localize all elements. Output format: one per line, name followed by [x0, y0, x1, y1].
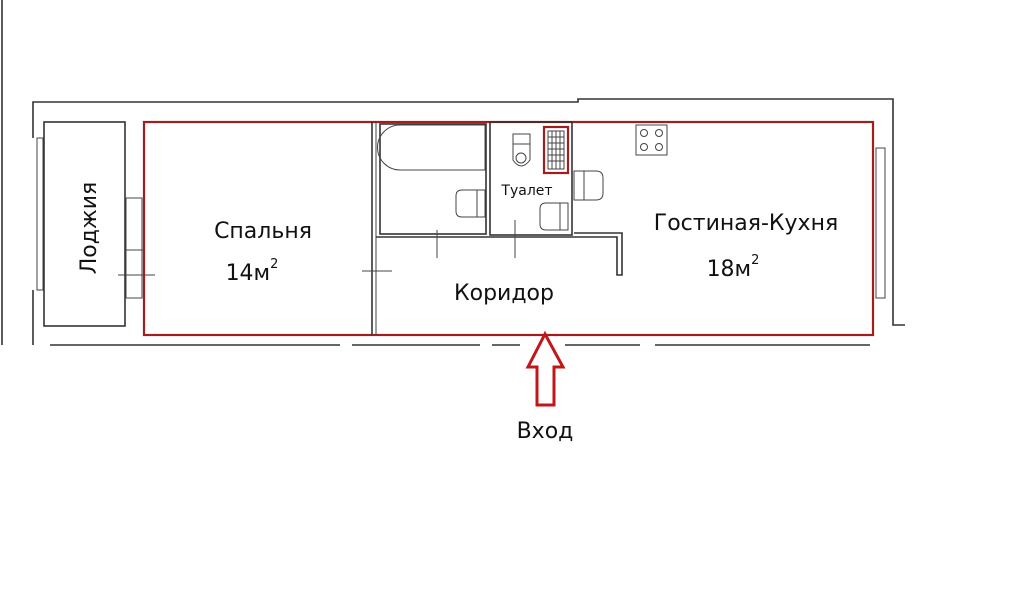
vent-shaft-icon: [542, 125, 570, 175]
toilet-icon: [512, 133, 531, 167]
entrance-arrow-icon: [525, 330, 566, 407]
bathtub-icon: [377, 124, 486, 171]
entrance-label: Вход: [517, 419, 574, 444]
kitchen-sink-icon: [573, 170, 604, 201]
bedroom-area: 14м2: [226, 257, 279, 286]
sink-icon: [539, 202, 569, 231]
outer-walls: [32, 98, 905, 346]
toilet-label: Туалет: [500, 183, 552, 199]
corridor-label: Коридор: [454, 281, 554, 306]
interior-walls: [362, 121, 623, 345]
sink-icon: [455, 189, 486, 218]
bedroom-label: Спальня: [214, 219, 312, 244]
loggia-label: Лоджия: [77, 182, 102, 275]
stove-icon: [635, 124, 668, 156]
living-kitchen-area: 18м2: [707, 253, 760, 282]
loggia: [43, 121, 155, 327]
living-kitchen-label: Гостиная-Кухня: [654, 211, 838, 236]
